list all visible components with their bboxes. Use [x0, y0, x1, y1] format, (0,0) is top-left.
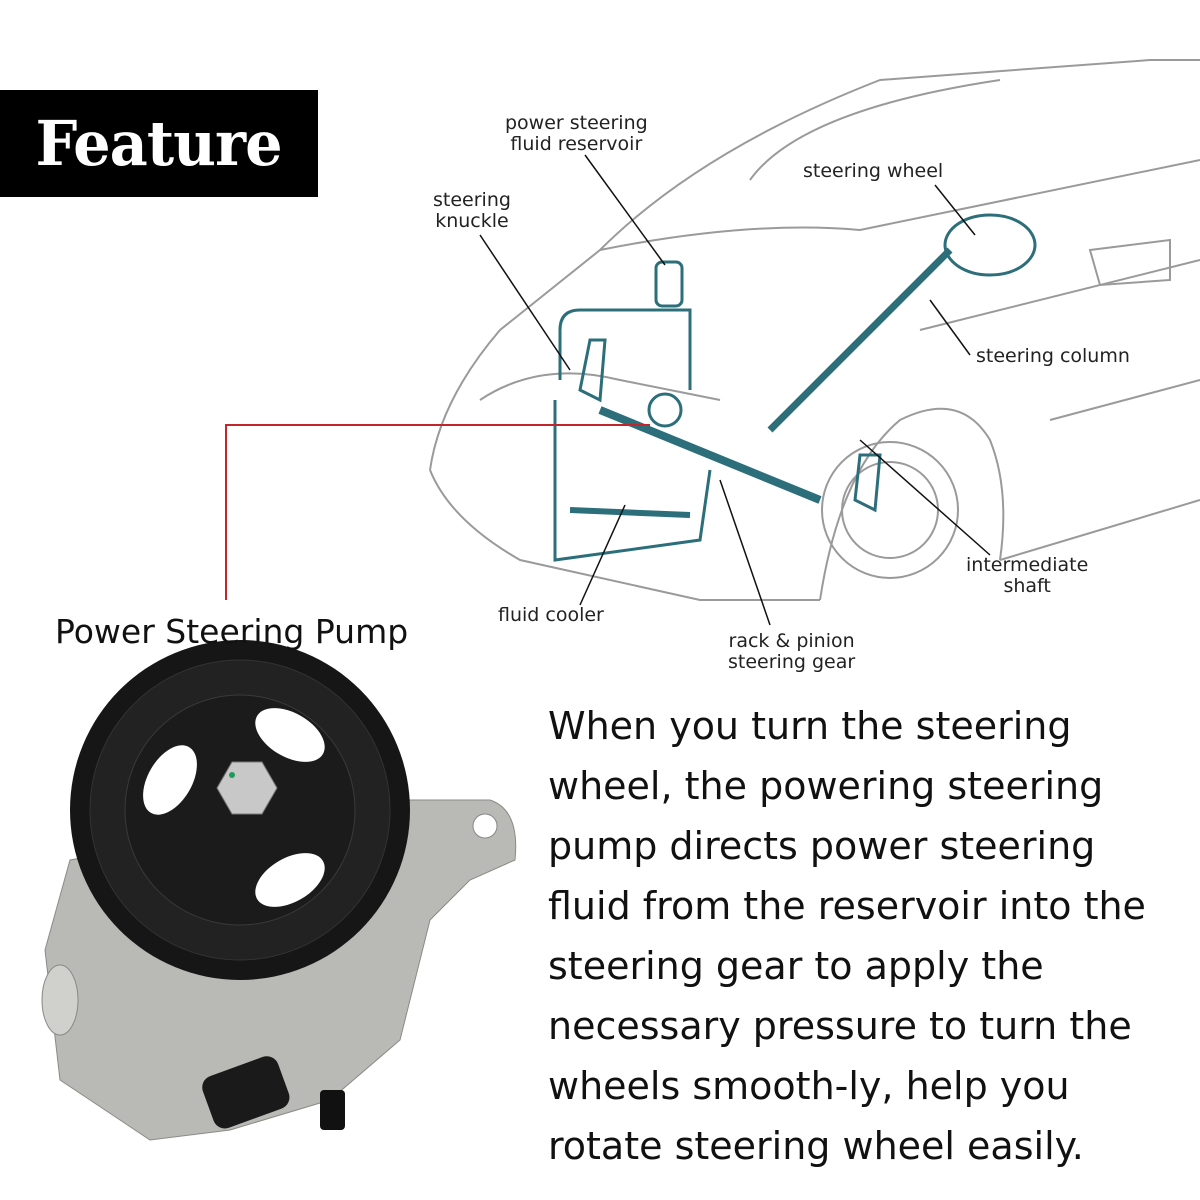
label-intermediate-shaft: intermediate shaft [966, 555, 1088, 597]
pump-image [41, 640, 517, 1141]
label-steering-column: steering column [976, 345, 1130, 367]
label-text: power steering fluid reservoir [505, 112, 648, 155]
description-text: When you turn the steering wheel, the po… [548, 704, 1146, 1168]
label-steering-wheel: steering wheel [803, 160, 944, 182]
label-rack-pinion: rack & pinion steering gear [728, 631, 855, 673]
leader-lines [479, 154, 991, 626]
label-fluid-cooler: fluid cooler [498, 604, 604, 626]
label-steering-knuckle: steering knuckle [433, 190, 511, 232]
pump-pointer-line [225, 424, 650, 600]
label-text: rack & pinion steering gear [728, 630, 856, 673]
steering-system [553, 213, 1037, 562]
car-outline [429, 59, 1200, 601]
label-text: intermediate shaft [966, 554, 1089, 597]
label-fluid-reservoir: power steering fluid reservoir [505, 113, 648, 155]
feature-banner: Feature [0, 90, 318, 197]
label-text: steering knuckle [433, 189, 511, 232]
pump-title: Power Steering Pump [55, 612, 409, 651]
feature-title: Feature [35, 107, 283, 180]
